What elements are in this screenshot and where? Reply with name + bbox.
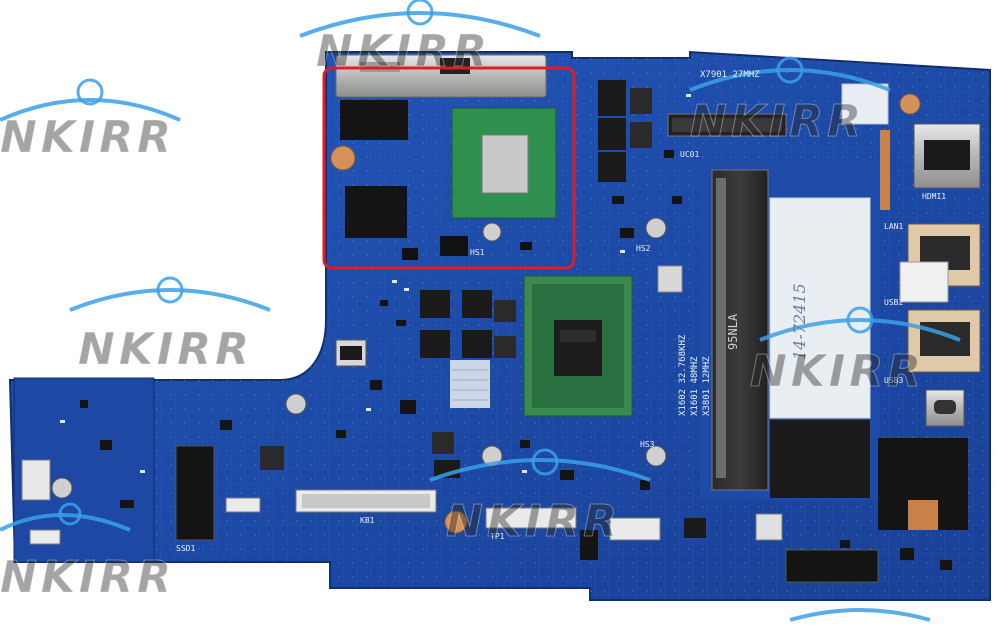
watermark-text: NKIRR [689, 96, 866, 148]
ram-label-sticker [769, 197, 871, 419]
ref-label: HS3 [640, 440, 655, 449]
ref-label: HDMI1 [922, 192, 947, 201]
wifi-slot [785, 549, 879, 583]
watermark-rings [58, 0, 874, 526]
crystal-label-1: X1602 32.768KHZ [678, 334, 688, 416]
ref-label: TP1 [490, 532, 505, 541]
crystal-top-label: X7901 27MHZ [700, 70, 760, 80]
crystal-label-2: X1601 48MHZ [690, 356, 700, 416]
ram-sticker-code: 95NLA [726, 313, 740, 350]
inductors-middle [420, 290, 516, 358]
ref-label: USB2 [884, 298, 904, 307]
ref-label: USB3 [884, 376, 904, 385]
thermal-pad [450, 360, 490, 408]
watermark-text: NKIRR [77, 324, 254, 376]
ref-label: SSD1 [176, 544, 196, 553]
usb-c-port [925, 389, 965, 427]
watermark-text: NKIRR [445, 496, 622, 548]
touchpad-connector [485, 507, 577, 529]
inductors-top [598, 80, 652, 182]
ref-label: HS1 [470, 248, 485, 257]
watermark-text: NKIRR [0, 112, 176, 164]
ref-label: LAN1 [884, 222, 904, 231]
sticker-barcode [899, 261, 949, 303]
ref-label: KB1 [360, 516, 375, 525]
m2-ssd-slot [175, 445, 215, 541]
watermark-text: NKIRR [315, 26, 492, 78]
vram-chip-2 [345, 186, 407, 238]
crystal-label-3: X3801 12MHZ [702, 356, 712, 416]
watermark-arcs [0, 11, 961, 622]
ref-label: HS2 [636, 244, 651, 253]
cpu-die [554, 320, 602, 376]
watermark-text: NKIRR [0, 552, 176, 604]
ref-label: UC01 [680, 150, 700, 159]
watermark-text: NKIRR [749, 346, 926, 398]
vram-chip-1 [340, 100, 408, 140]
highlight-box [322, 66, 576, 270]
gpu-die [481, 134, 529, 194]
mount-hole-copper [330, 145, 356, 171]
